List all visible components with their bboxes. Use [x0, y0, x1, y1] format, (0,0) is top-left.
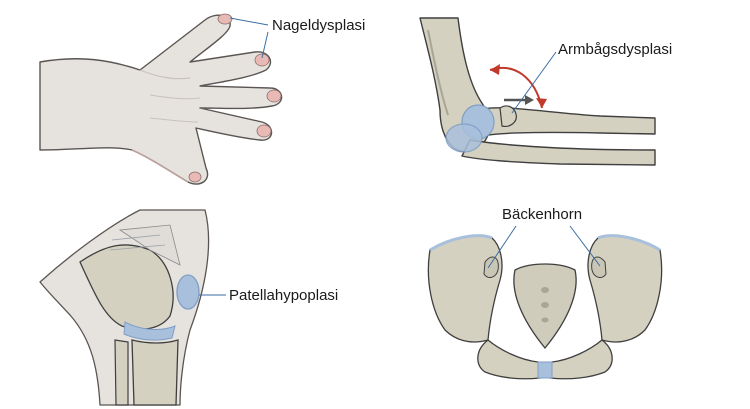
nail-leader-line-2 [261, 31, 269, 59]
label-nageldysplasi: Nageldysplasi [272, 17, 366, 34]
pelvis-leader-line-left [487, 225, 517, 269]
elbow-leader-line [511, 51, 557, 114]
pelvis-leader-line-right [569, 225, 601, 267]
hand-illustration [39, 13, 283, 185]
knee-illustration [39, 209, 226, 406]
pelvis-illustration [427, 225, 663, 380]
label-backenhorn: Bäckenhorn [502, 206, 583, 223]
label-armbagsdysplasi: Armbågsdysplasi [558, 41, 673, 58]
elbow-illustration [419, 17, 656, 166]
label-patellahypoplasi: Patellahypoplasi [229, 287, 339, 304]
nail-leader-line-1 [229, 17, 269, 26]
